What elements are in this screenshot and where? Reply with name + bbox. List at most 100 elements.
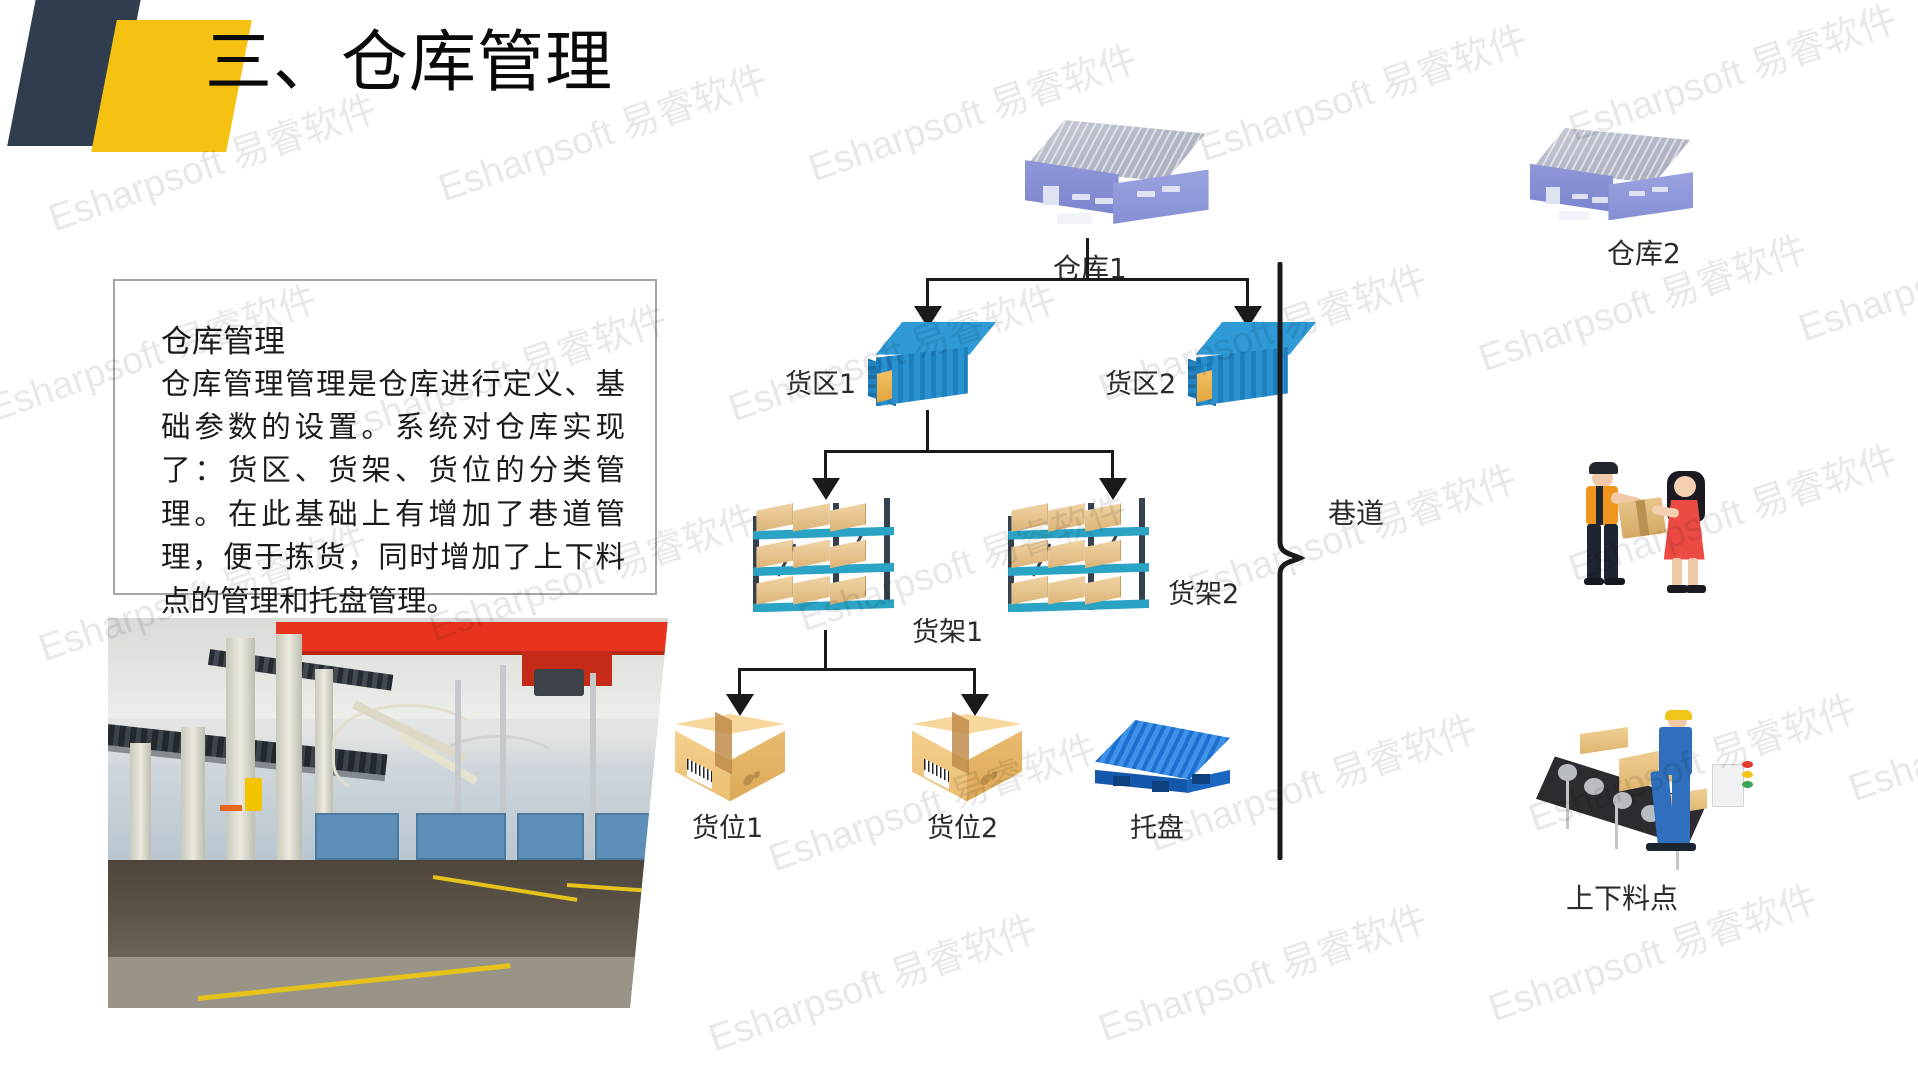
- courier-leg: [1587, 523, 1601, 581]
- rack1-label: 货架1: [912, 617, 984, 648]
- worker-shoe: [1667, 842, 1697, 852]
- rack-post: [884, 498, 891, 602]
- connector-rack1-drop: [824, 450, 827, 480]
- zone2-label: 货区2: [1105, 369, 1177, 400]
- conveyor-roller: [1612, 791, 1633, 809]
- photo-crane-trolley: [533, 668, 584, 696]
- connector-wh1-bar: [926, 278, 1248, 281]
- photo-column: [225, 637, 255, 880]
- connector-rack1-bar: [738, 668, 976, 671]
- status-lamp-green: [1742, 781, 1754, 789]
- rack-box: [793, 576, 830, 605]
- rack-box: [793, 539, 830, 569]
- status-lamp-yellow: [1742, 771, 1754, 778]
- page-title: 三、仓库管理: [205, 23, 613, 101]
- aisle-bracket-svg: [1277, 261, 1306, 861]
- woman-shoe: [1667, 585, 1688, 593]
- warehouse-door: [1546, 186, 1561, 204]
- description-card: 仓库管理 仓库管理管理是仓库进行定义、基础参数的设置。系统对仓库实现了：货区、货…: [113, 279, 657, 618]
- rack-box: [829, 539, 867, 569]
- conveyor-parcel: [1579, 727, 1628, 755]
- rack-box: [1084, 539, 1122, 569]
- connector-zone1-bar: [824, 450, 1114, 453]
- worker-shoe: [1645, 842, 1675, 852]
- photo-column: [180, 727, 206, 880]
- rack-box: [1048, 503, 1085, 532]
- worker-leg: [1672, 771, 1690, 846]
- photo-red-crane-beam: [276, 621, 668, 652]
- woman-head: [1674, 475, 1697, 497]
- photo-blue-barrier: [516, 813, 584, 860]
- arrow-to-slot2: [961, 694, 989, 716]
- photo-blue-barrier: [595, 813, 663, 860]
- pallet-label: 托盘: [1130, 813, 1184, 844]
- rack-box: [829, 503, 867, 532]
- warehouse1-label: 仓库1: [1053, 252, 1127, 285]
- connector-rack1-stem: [824, 630, 827, 670]
- rack-box: [829, 576, 867, 605]
- photo-blue-barrier: [416, 813, 506, 860]
- status-lamp-red: [1742, 761, 1754, 768]
- courier-shoe: [1604, 577, 1625, 585]
- pallet-fork-slot: [1112, 775, 1131, 787]
- warehouse-window: [1571, 194, 1588, 200]
- slot2-label: 货位2: [927, 813, 999, 844]
- zone1-container-icon: [868, 322, 996, 418]
- arrow-to-rack1: [812, 478, 840, 500]
- photo-pipe: [332, 703, 484, 804]
- pallet-fork-slot: [1151, 781, 1170, 792]
- photo-blue-barrier: [315, 813, 400, 860]
- description-card-inner: 仓库管理 仓库管理管理是仓库进行定义、基础参数的设置。系统对仓库实现了：货区、货…: [115, 281, 655, 624]
- warehouse-photo: [108, 618, 668, 1008]
- container-cargo: [1196, 370, 1213, 403]
- courier-cap: [1589, 462, 1618, 474]
- woman-leg: [1687, 558, 1698, 588]
- photo-vertical-pipe: [500, 664, 507, 845]
- rack-box-row: [1011, 503, 1142, 532]
- carton-tape: [714, 711, 732, 775]
- pallet-deck: [1095, 720, 1230, 780]
- warehouse-window: [1651, 186, 1668, 193]
- rack-box: [1011, 503, 1048, 532]
- rack-post: [753, 516, 759, 613]
- warehouse-window: [1071, 194, 1090, 201]
- loading-point-label: 上下料点: [1566, 882, 1679, 915]
- rack-box: [1048, 576, 1085, 605]
- aisle-bracket: [1272, 261, 1322, 861]
- warehouse-hierarchy-diagram: 仓库1 货区1 货区2: [675, 110, 1918, 1078]
- container-top: [875, 322, 996, 355]
- rack-post: [1008, 516, 1014, 613]
- warehouse-window: [1161, 186, 1180, 192]
- description-heading: 仓库管理: [161, 324, 285, 359]
- rack-box-row: [756, 576, 887, 605]
- rack2-label: 货架2: [1168, 579, 1240, 610]
- photo-vertical-pipe: [589, 672, 596, 845]
- control-panel[interactable]: [1711, 764, 1745, 808]
- description-body: 仓库管理管理是仓库进行定义、基础参数的设置。系统对仓库实现了：货区、货架、货位的…: [161, 368, 625, 618]
- rack-box: [1048, 539, 1085, 569]
- courier-leg: [1604, 523, 1618, 581]
- rack-box: [793, 503, 830, 532]
- warehouse-loading-dock: [1558, 210, 1590, 221]
- arrow-to-slot1: [726, 694, 754, 716]
- warehouse-loading-dock: [1057, 213, 1092, 224]
- connector-rack2-drop: [1111, 450, 1114, 480]
- courier-shoe: [1583, 577, 1605, 585]
- woman-shoe: [1685, 585, 1707, 593]
- warehouse-window: [1136, 190, 1155, 197]
- aisle-label: 巷道: [1328, 497, 1385, 530]
- connector-slot1-drop: [738, 668, 741, 696]
- worker-helmet: [1665, 710, 1692, 721]
- warehouse2-label: 仓库2: [1607, 237, 1681, 270]
- rack-box: [1011, 576, 1048, 605]
- conveyor-roller: [1584, 778, 1604, 795]
- arrow-to-rack2: [1099, 478, 1127, 500]
- connector-zone2-drop: [1246, 278, 1249, 308]
- rack1-icon: [750, 498, 910, 628]
- rack-box-row: [756, 539, 887, 569]
- conveyor-leg: [1614, 805, 1618, 850]
- rack2-icon: [1005, 498, 1165, 628]
- rack-box: [1084, 503, 1122, 532]
- warehouse-photo-content: [108, 618, 668, 1008]
